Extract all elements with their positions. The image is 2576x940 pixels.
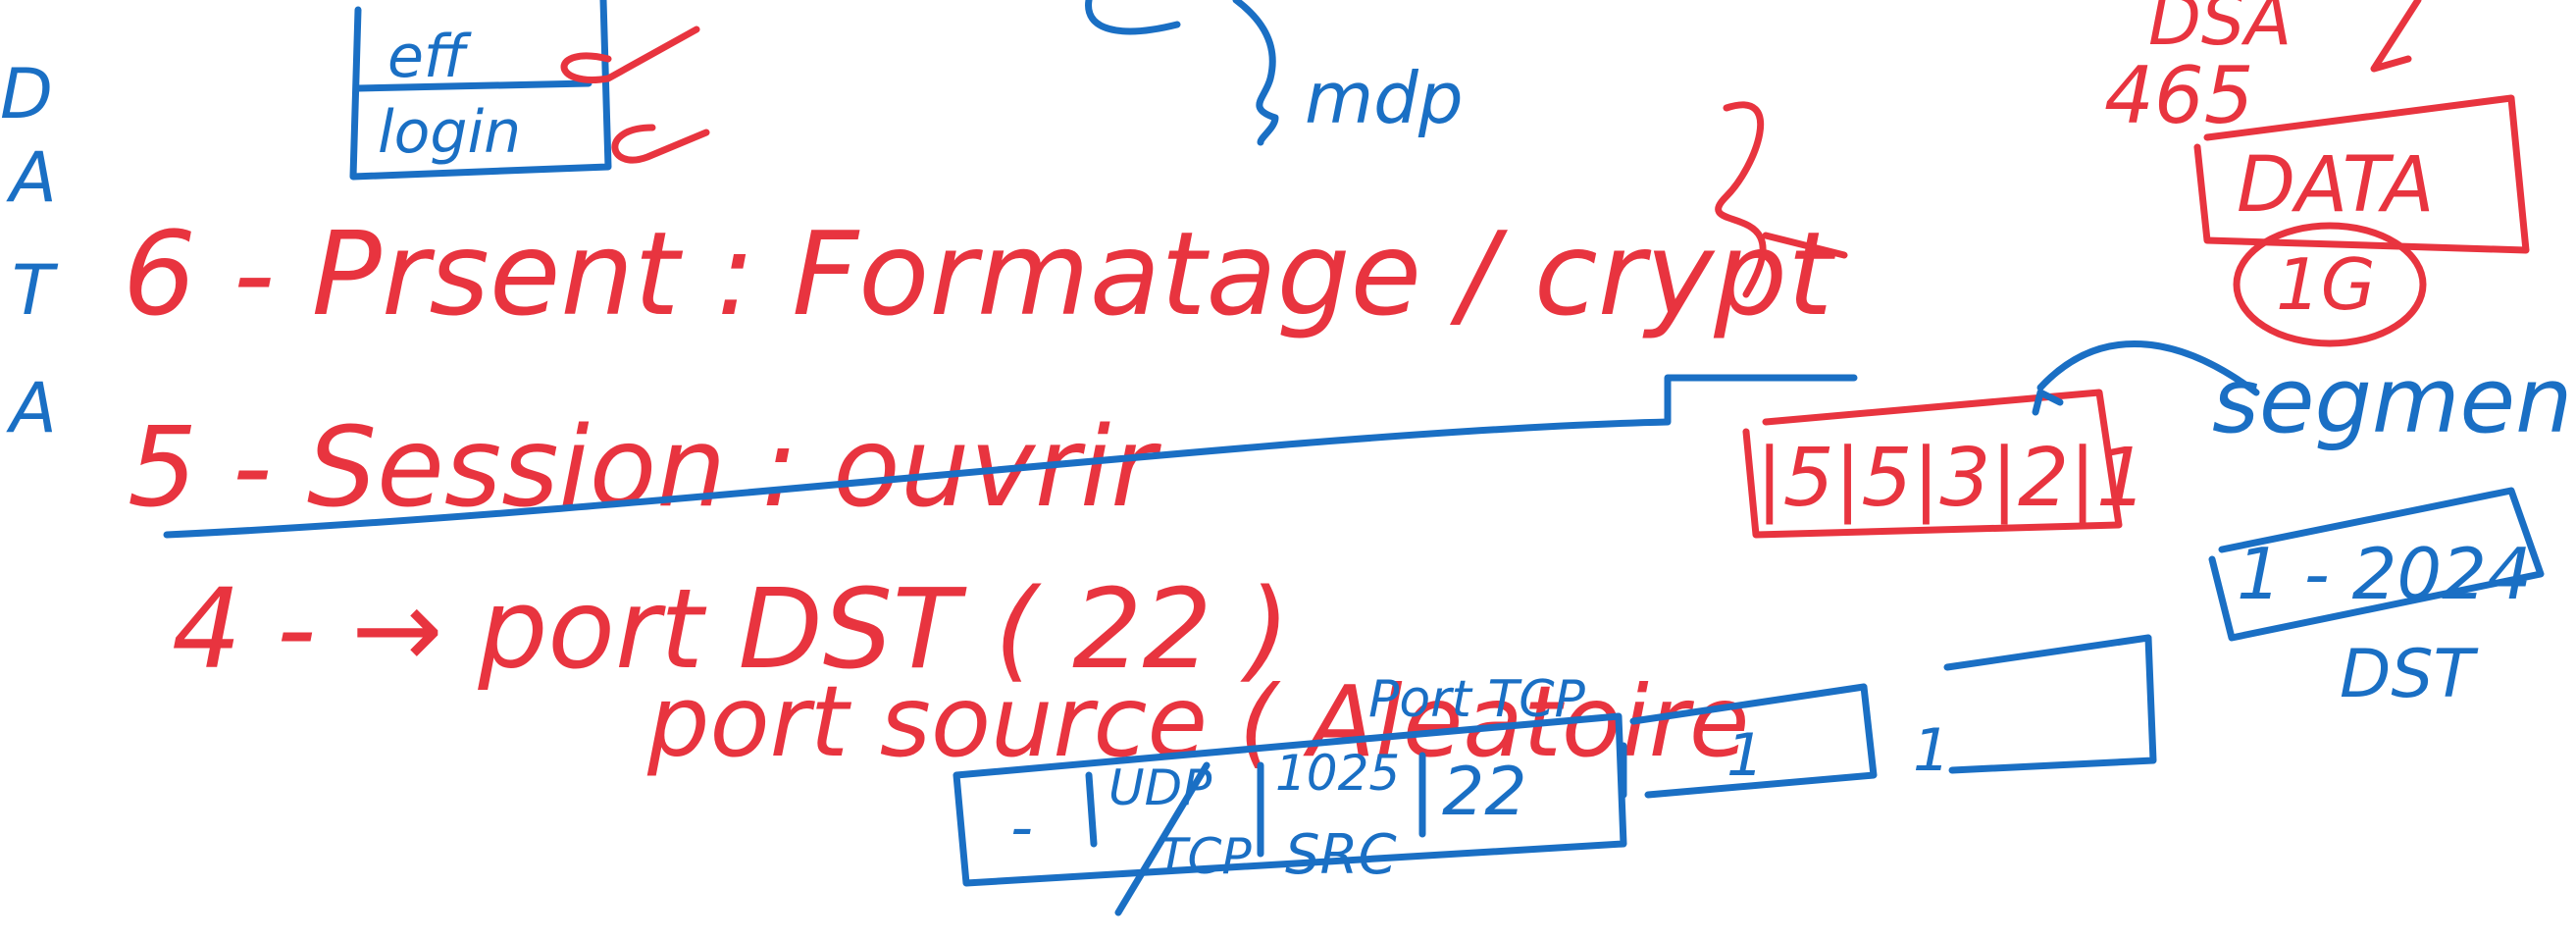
side-letter-t: T bbox=[12, 250, 59, 331]
top-left-box-outline bbox=[349, 0, 612, 181]
segment-box-sub: DST bbox=[2340, 636, 2479, 713]
top-right-data: DSA 465 DATA 1G bbox=[2104, 0, 2530, 347]
segment-arrowhead bbox=[2032, 389, 2064, 416]
top-right-circle-label: 1G bbox=[2276, 243, 2376, 326]
side-letter-d: D bbox=[0, 54, 53, 134]
top-arrow-hook bbox=[1085, 0, 1181, 35]
packet-cell-3-top: 1025 bbox=[1275, 745, 1400, 802]
top-left-arrow-1 bbox=[560, 26, 700, 83]
packet-diagram: Port TCP - UDP TCP 1025 SRC 22 1 1 bbox=[953, 634, 2157, 916]
top-center-label: mdp bbox=[1305, 57, 1464, 139]
segment-arrow bbox=[2036, 339, 2260, 396]
layer-4-line1: 4 - → port DST ( 22 ) bbox=[172, 566, 1290, 694]
top-right-top: DSA bbox=[2148, 0, 2292, 61]
top-right-box-label: DATA bbox=[2237, 141, 2435, 230]
side-data-label: D A T A bbox=[0, 54, 59, 448]
packet-cell-5: 1 bbox=[1726, 721, 1764, 790]
layer-5: 5 - Session : ouvrir bbox=[128, 374, 1858, 539]
top-left-box-line2: login bbox=[378, 98, 521, 167]
segment-stack-outline bbox=[1742, 389, 2123, 539]
packet-outline-right bbox=[1943, 634, 2157, 774]
top-right-box-outline bbox=[2193, 94, 2530, 254]
segment-label: segment bbox=[2212, 348, 2576, 453]
segment-area: |5|5|3|2|1 segment 1 - 2024 DST bbox=[1742, 339, 2576, 713]
segment-box-outline bbox=[2208, 487, 2545, 642]
packet-cell-6: 1 bbox=[1913, 716, 1950, 785]
layer-6-text: 6 - Prsent : Formatage / crypt bbox=[123, 206, 1836, 341]
packet-outline-mid bbox=[1629, 683, 1878, 799]
packet-divider-1 bbox=[1085, 771, 1098, 848]
top-left-box: eff login bbox=[349, 0, 710, 181]
top-left-box-divider bbox=[354, 79, 592, 92]
brace-icon bbox=[1232, 0, 1279, 146]
packet-outline-left bbox=[953, 712, 1627, 887]
packet-cell-1: - bbox=[1010, 792, 1033, 864]
side-letter-a: A bbox=[6, 137, 57, 218]
layer-5-underline bbox=[163, 374, 1858, 539]
side-letter-a2: A bbox=[6, 368, 57, 448]
layer-6: 6 - Prsent : Formatage / crypt bbox=[123, 101, 1848, 341]
packet-cell-3-bottom: SRC bbox=[1285, 823, 1397, 887]
packet-cell-2-bottom: TCP bbox=[1158, 828, 1252, 885]
top-right-number: 465 bbox=[2104, 50, 2254, 141]
top-left-arrow-2 bbox=[611, 124, 710, 164]
top-center-brace: mdp bbox=[1085, 0, 1464, 146]
top-left-box-line1: eff bbox=[387, 23, 472, 91]
packet-strike bbox=[1114, 761, 1211, 916]
stick-figure-icon bbox=[1715, 101, 1848, 298]
packet-cell-4: 22 bbox=[1442, 754, 1527, 831]
segment-box-label: 1 - 2024 bbox=[2237, 533, 2532, 615]
top-right-arrow bbox=[2370, 0, 2422, 73]
segment-stack: |5|5|3|2|1 bbox=[1756, 432, 2147, 525]
top-right-circle bbox=[2233, 222, 2427, 347]
